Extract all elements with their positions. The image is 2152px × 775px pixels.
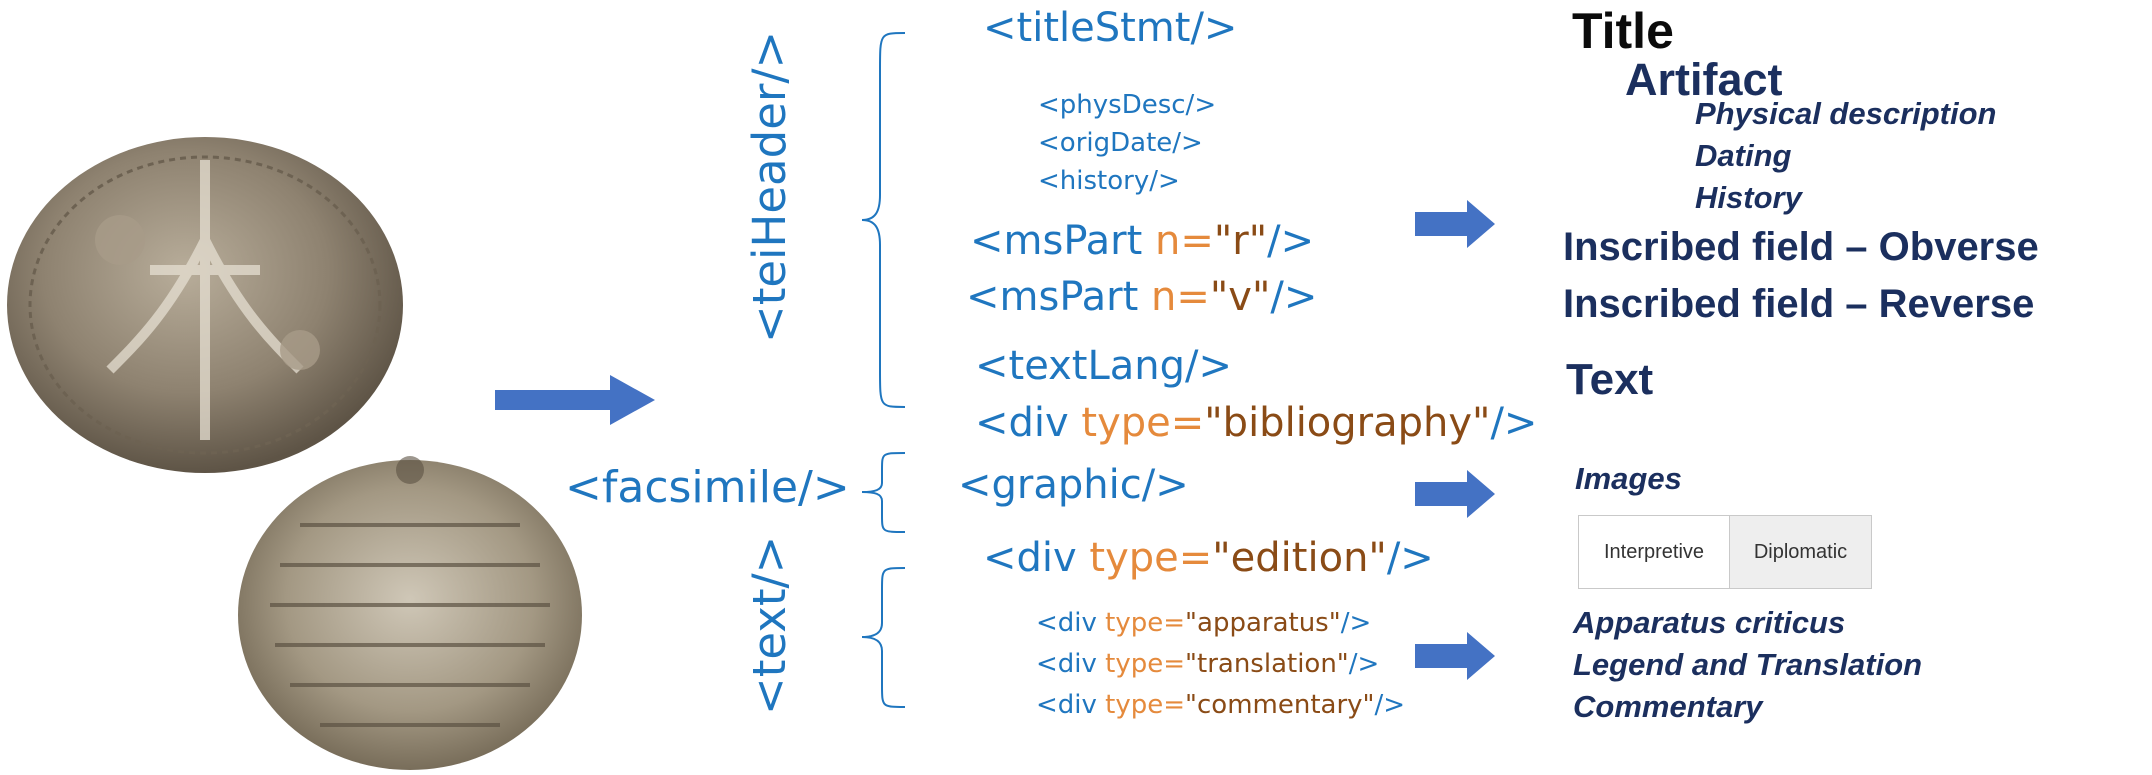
seal-obverse-photo [7, 137, 403, 473]
mspart-v-element: <msPart n="v"/> [966, 274, 1318, 320]
origdate-element: <origDate/> [1038, 128, 1203, 158]
tab-diplomatic[interactable]: Diplomatic [1730, 516, 1871, 588]
output-images: Images [1575, 461, 1682, 496]
textlang-element: <textLang/> [975, 343, 1232, 389]
output-title: Title [1572, 3, 1674, 59]
facsimile-element: <facsimile/> [565, 462, 850, 513]
seal-reverse-photo [238, 456, 582, 770]
titlestmt-element: <titleStmt/> [983, 5, 1238, 51]
brace-teiheader-icon [861, 32, 906, 408]
arrow-right-icon [1415, 200, 1495, 248]
div-commentary-element: <div type="commentary"/> [1036, 690, 1406, 720]
div-apparatus-element: <div type="apparatus"/> [1036, 608, 1372, 638]
teiheader-label: <teiHeader/> [743, 30, 796, 343]
edition-tabs: Interpretive Diplomatic [1578, 515, 1872, 589]
output-commentary: Commentary [1573, 689, 1763, 724]
tab-interpretive[interactable]: Interpretive [1579, 516, 1730, 588]
text-label: <text/> [743, 535, 796, 715]
output-history: History [1695, 180, 1802, 215]
output-text: Text [1566, 355, 1654, 404]
div-translation-element: <div type="translation"/> [1036, 649, 1380, 679]
physdesc-element: <physDesc/> [1038, 90, 1217, 120]
output-legend: Legend and Translation [1573, 647, 1923, 682]
arrow-right-icon [1415, 632, 1495, 680]
output-physical-description: Physical description [1695, 96, 1997, 131]
mspart-r-element: <msPart n="r"/> [970, 218, 1315, 264]
output-dating: Dating [1695, 138, 1792, 173]
brace-text-icon [861, 567, 906, 708]
div-bibliography-element: <div type="bibliography"/> [975, 400, 1538, 446]
arrow-right-icon [495, 375, 655, 425]
output-obverse: Inscribed field – Obverse [1563, 225, 2039, 269]
div-edition-element: <div type="edition"/> [983, 535, 1434, 581]
graphic-element: <graphic/> [958, 462, 1189, 508]
output-reverse: Inscribed field – Reverse [1563, 282, 2035, 326]
output-artifact: Artifact [1625, 54, 1783, 105]
arrow-right-icon [1415, 470, 1495, 518]
history-element: <history/> [1038, 166, 1180, 196]
output-apparatus: Apparatus criticus [1573, 605, 1846, 640]
brace-facsimile-icon [861, 452, 906, 533]
